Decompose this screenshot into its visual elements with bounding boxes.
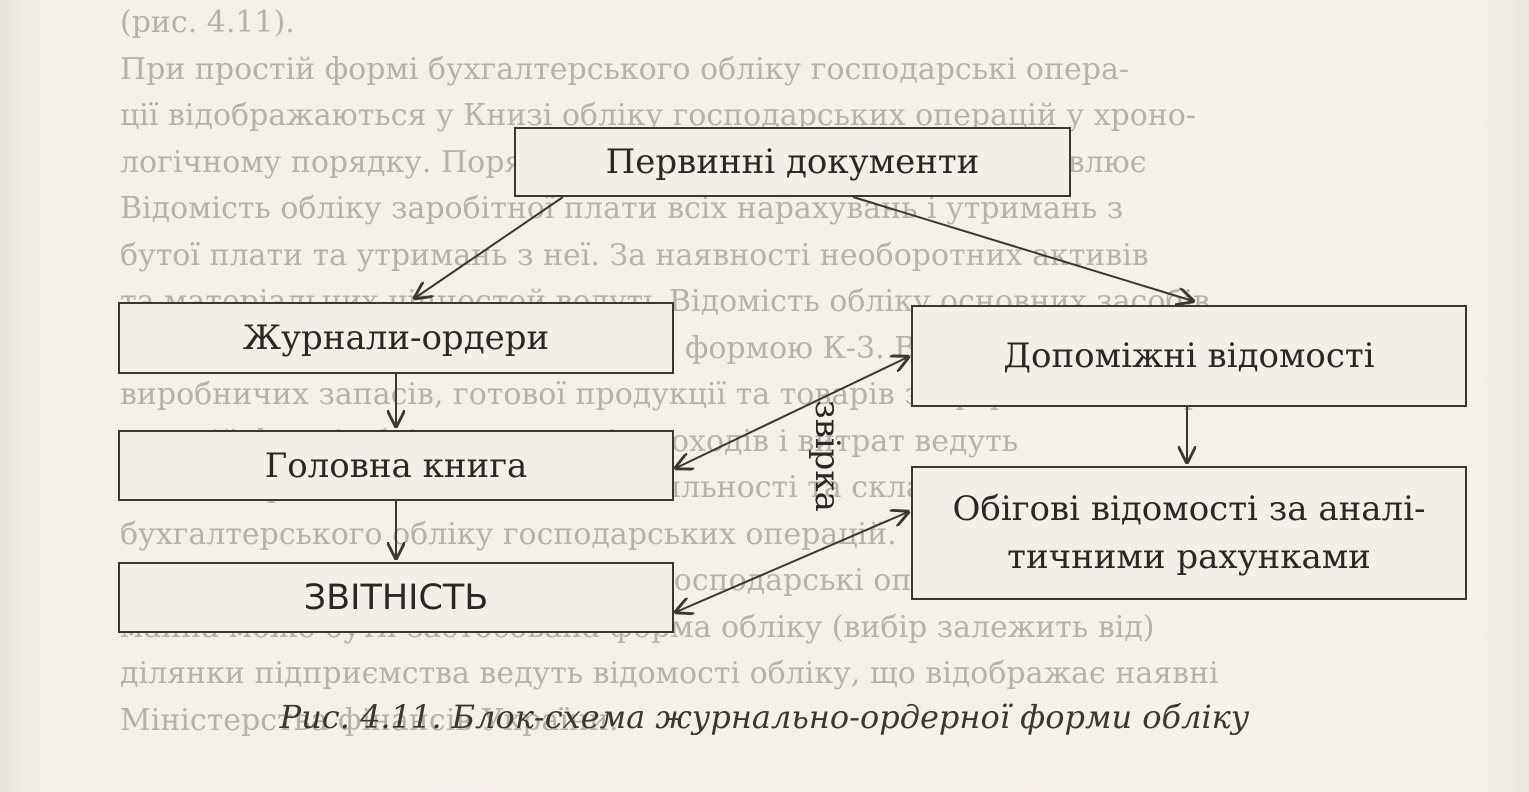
bg-line: При простій формі бухгалтерського обліку… bbox=[120, 51, 1129, 87]
primary-documents-box: Первинні документи bbox=[514, 127, 1071, 197]
reconcile-label: звірка bbox=[807, 400, 847, 512]
primary-documents-label: Первинні документи bbox=[605, 142, 980, 182]
general-ledger-label: Головна книга bbox=[264, 445, 528, 486]
journal-orders-box: Журнали-ордери bbox=[118, 302, 674, 374]
bg-line: ділянки підприємства ведуть відомості об… bbox=[120, 656, 1219, 691]
journal-orders-label: Журнали-ордери bbox=[242, 318, 550, 358]
figure-caption: Рис. 4.11. Блок-схема журнально-ордерної… bbox=[279, 698, 1250, 736]
turnover-statements-box: Обігові відомості за аналі- тичними раху… bbox=[911, 466, 1467, 600]
arrow-reconcile-ledger-aux bbox=[676, 357, 908, 468]
arrow-primary-to-aux bbox=[852, 196, 1193, 301]
arrow-primary-to-journals bbox=[415, 196, 564, 298]
general-ledger-box: Головна книга bbox=[118, 430, 674, 501]
auxiliary-statements-label: Допоміжні відомості bbox=[1003, 336, 1375, 376]
turnover-statements-label-line2: тичними рахунками bbox=[1007, 537, 1371, 577]
auxiliary-statements-box: Допоміжні відомості bbox=[911, 305, 1467, 407]
bg-line: бутої плати та утримань з неї. За наявно… bbox=[120, 237, 1149, 273]
turnover-statements-label-line1: Обігові відомості за аналі- bbox=[952, 489, 1426, 529]
arrow-reconcile-report-turnover bbox=[676, 512, 908, 612]
reporting-label: ЗВІТНІСТЬ bbox=[303, 577, 489, 618]
reporting-box: ЗВІТНІСТЬ bbox=[118, 562, 674, 633]
bg-line: Міністерства фінансів України. bbox=[120, 702, 619, 738]
bg-line: (рис. 4.11). bbox=[120, 5, 295, 40]
